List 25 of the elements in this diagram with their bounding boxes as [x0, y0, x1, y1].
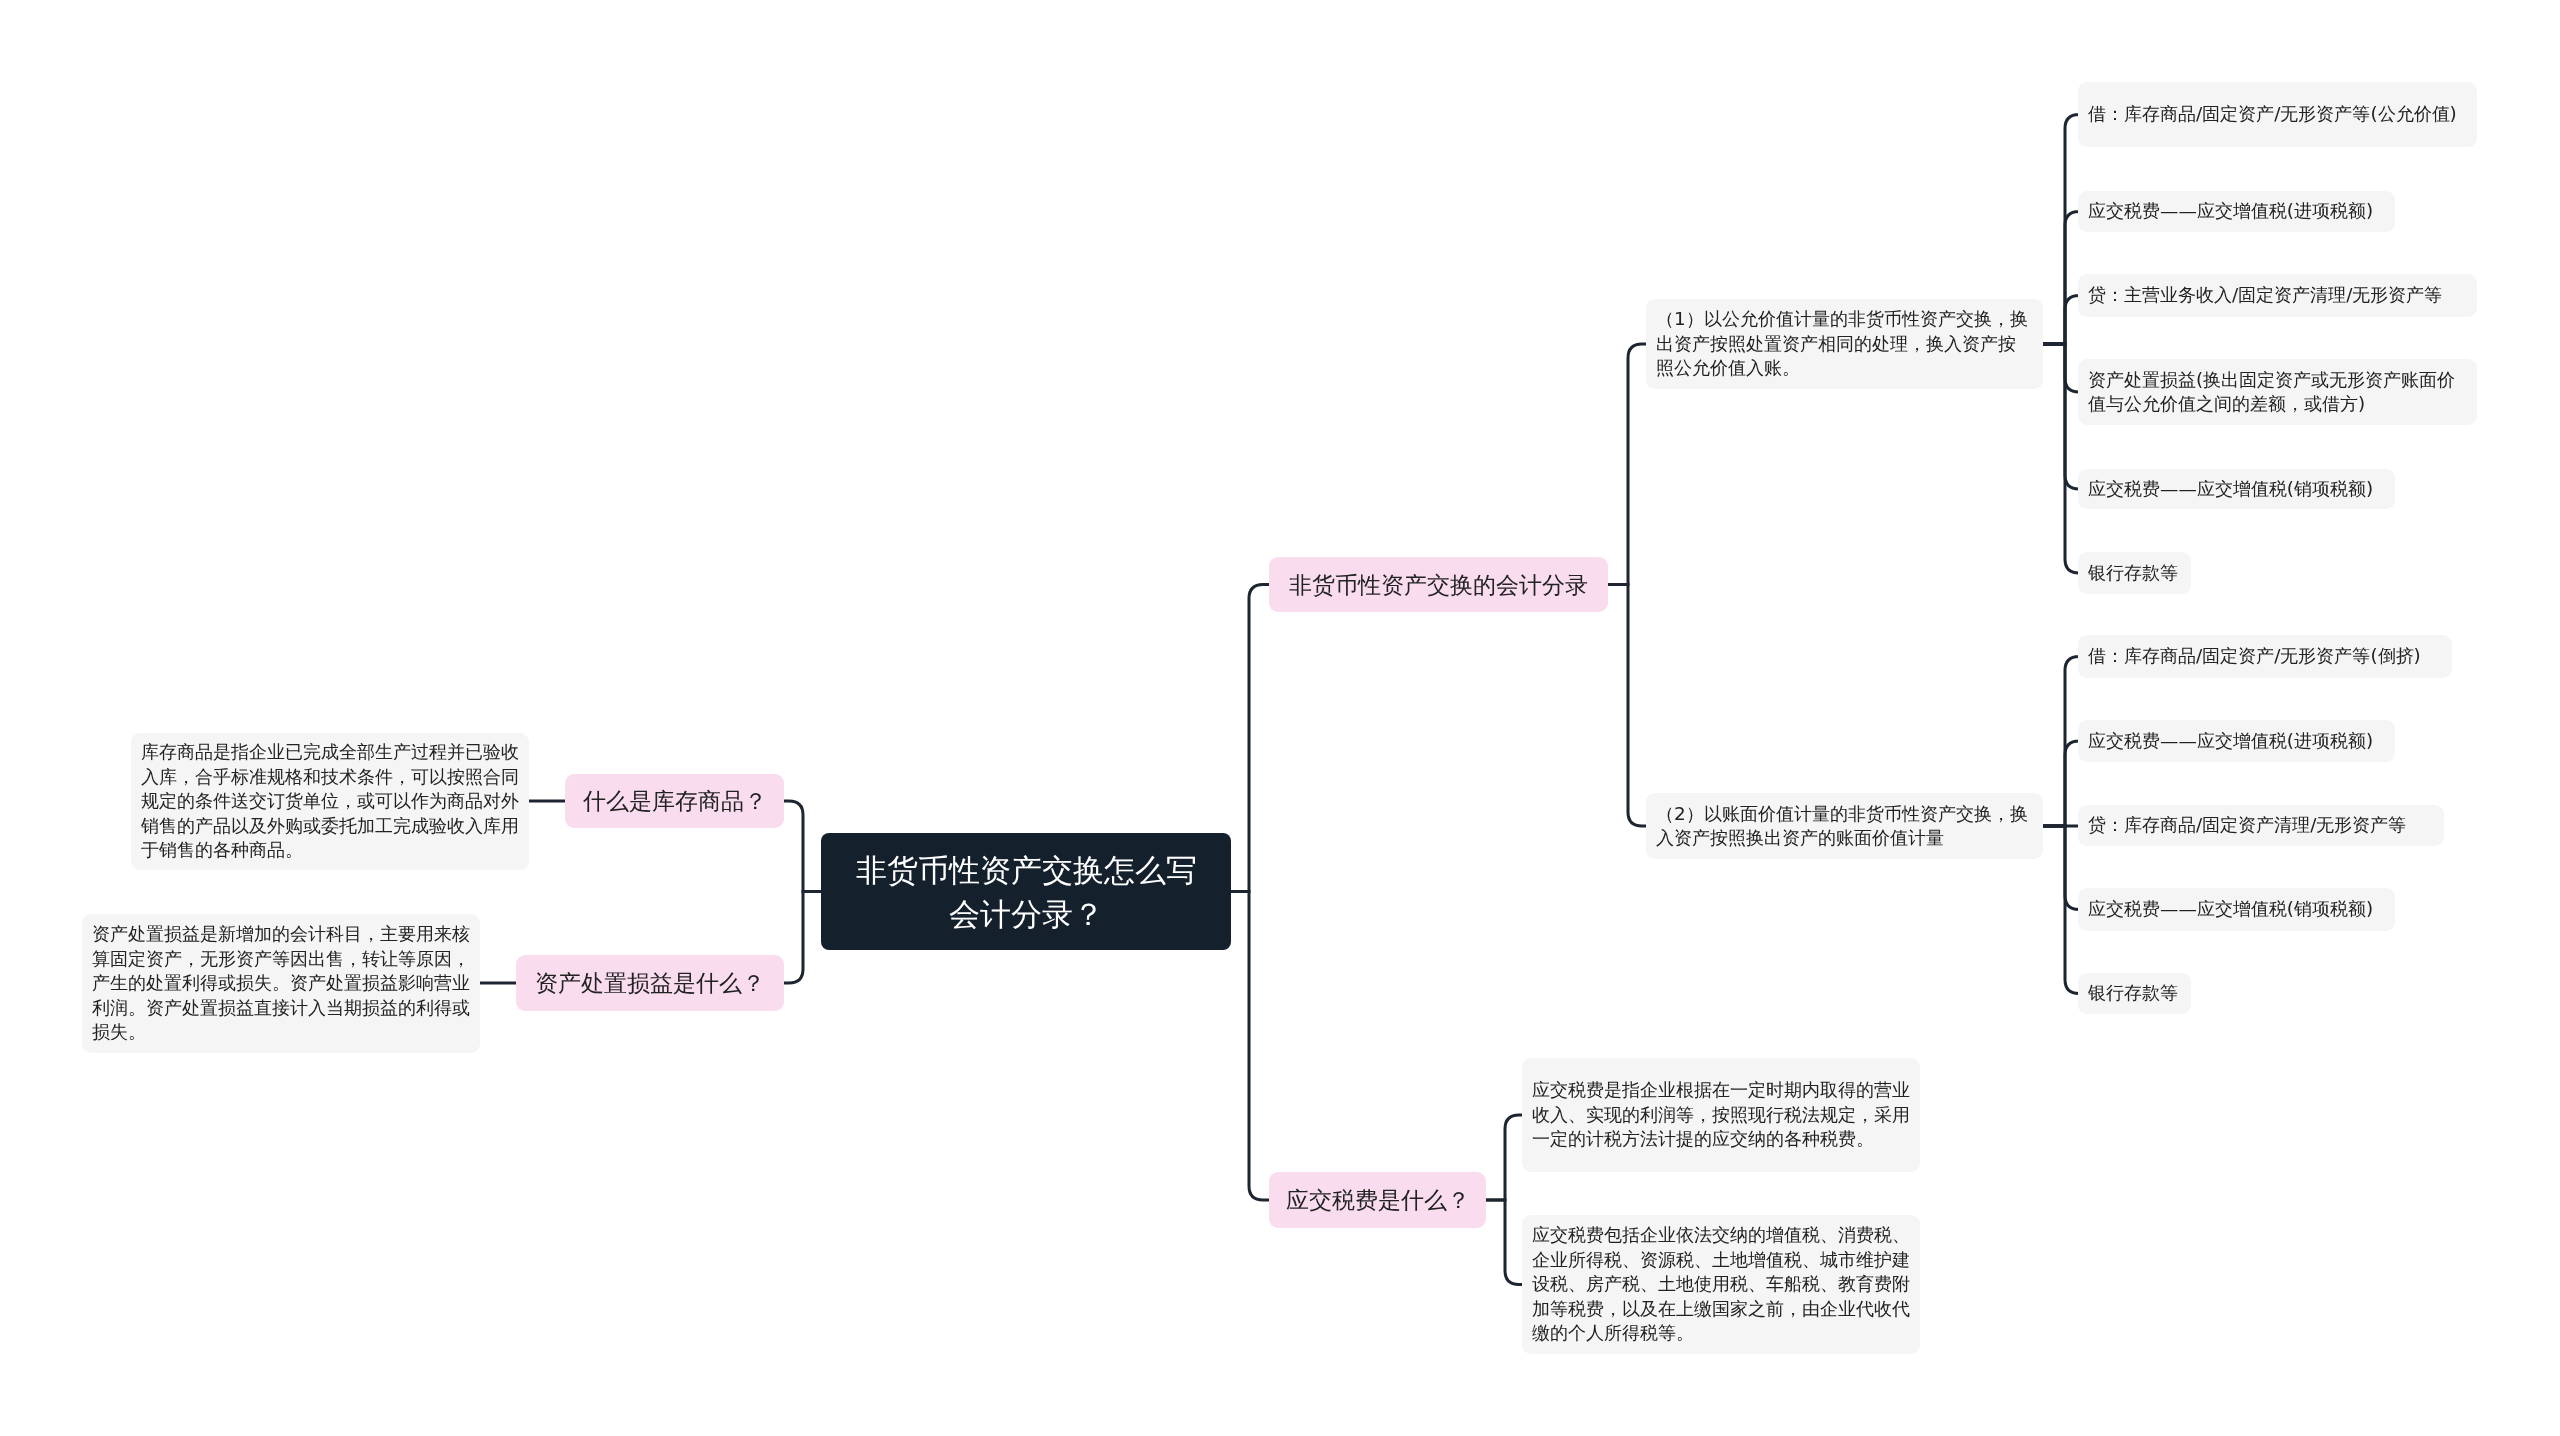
note-box: 资产处置损益是新增加的会计科目，主要用来核算固定资产，无形资产等因出售，转让等原因，产生的处置利得或损失。资产处置损益影响营业利润。资产处置损益直接计入当期损益的利得或损失。	[82, 914, 480, 1053]
note-box: 应交税费包括企业依法交纳的增值税、消费税、企业所得税、资源税、土地增值税、城市维护建设税、房产税、土地使用税、车船税、教育费附加等税费，以及在上缴国家之前，由企业代收代缴的个人所得税等。	[1522, 1215, 1920, 1354]
note-box: 应交税费——应交增值税(进项税额)	[2078, 720, 2395, 762]
note-box: 贷：主营业务收入/固定资产清理/无形资产等	[2078, 274, 2477, 317]
note-box: 借：库存商品/固定资产/无形资产等(倒挤)	[2078, 635, 2452, 678]
note-box: 银行存款等	[2078, 973, 2191, 1014]
note-box: （1）以公允价值计量的非货币性资产交换，换出资产按照处置资产相同的处理，换入资产按照公允价值入账。	[1646, 299, 2043, 389]
note-box: 应交税费——应交增值税(进项税额)	[2078, 191, 2395, 232]
note-box: 银行存款等	[2078, 552, 2191, 594]
topic-box: 资产处置损益是什么？	[516, 955, 784, 1011]
note-box: 资产处置损益(换出固定资产或无形资产账面价值与公允价值之间的差额，或借方)	[2078, 359, 2477, 425]
note-box: 借：库存商品/固定资产/无形资产等(公允价值)	[2078, 82, 2477, 147]
connector-line	[784, 890, 821, 985]
topic-box: 非货币性资产交换的会计分录	[1269, 557, 1608, 612]
note-box: 贷：库存商品/固定资产清理/无形资产等	[2078, 805, 2444, 846]
topic-box: 什么是库存商品？	[565, 774, 784, 828]
note-box: 库存商品是指企业已完成全部生产过程并已验收入库，合乎标准规格和技术条件，可以按照合同规定的条件送交订货单位，或可以作为商品对外销售的产品以及外购或委托加工完成验收入库用于销售的各种商品。	[131, 733, 529, 870]
connector-line	[480, 981, 516, 985]
topic-box: 应交税费是什么？	[1269, 1172, 1486, 1228]
note-box: 应交税费——应交增值税(销项税额)	[2078, 888, 2395, 931]
note-box: （2）以账面价值计量的非货币性资产交换，换入资产按照换出资产的账面价值计量	[1646, 793, 2043, 859]
central-topic: 非货币性资产交换怎么写会计分录？	[821, 833, 1231, 950]
note-box: 应交税费——应交增值税(销项税额)	[2078, 469, 2395, 509]
connector-line	[529, 799, 565, 803]
note-box: 应交税费是指企业根据在一定时期内取得的营业收入、实现的利润等，按照现行税法规定，采用一定的计税方法计提的应交纳的各种税费。	[1522, 1058, 1920, 1172]
